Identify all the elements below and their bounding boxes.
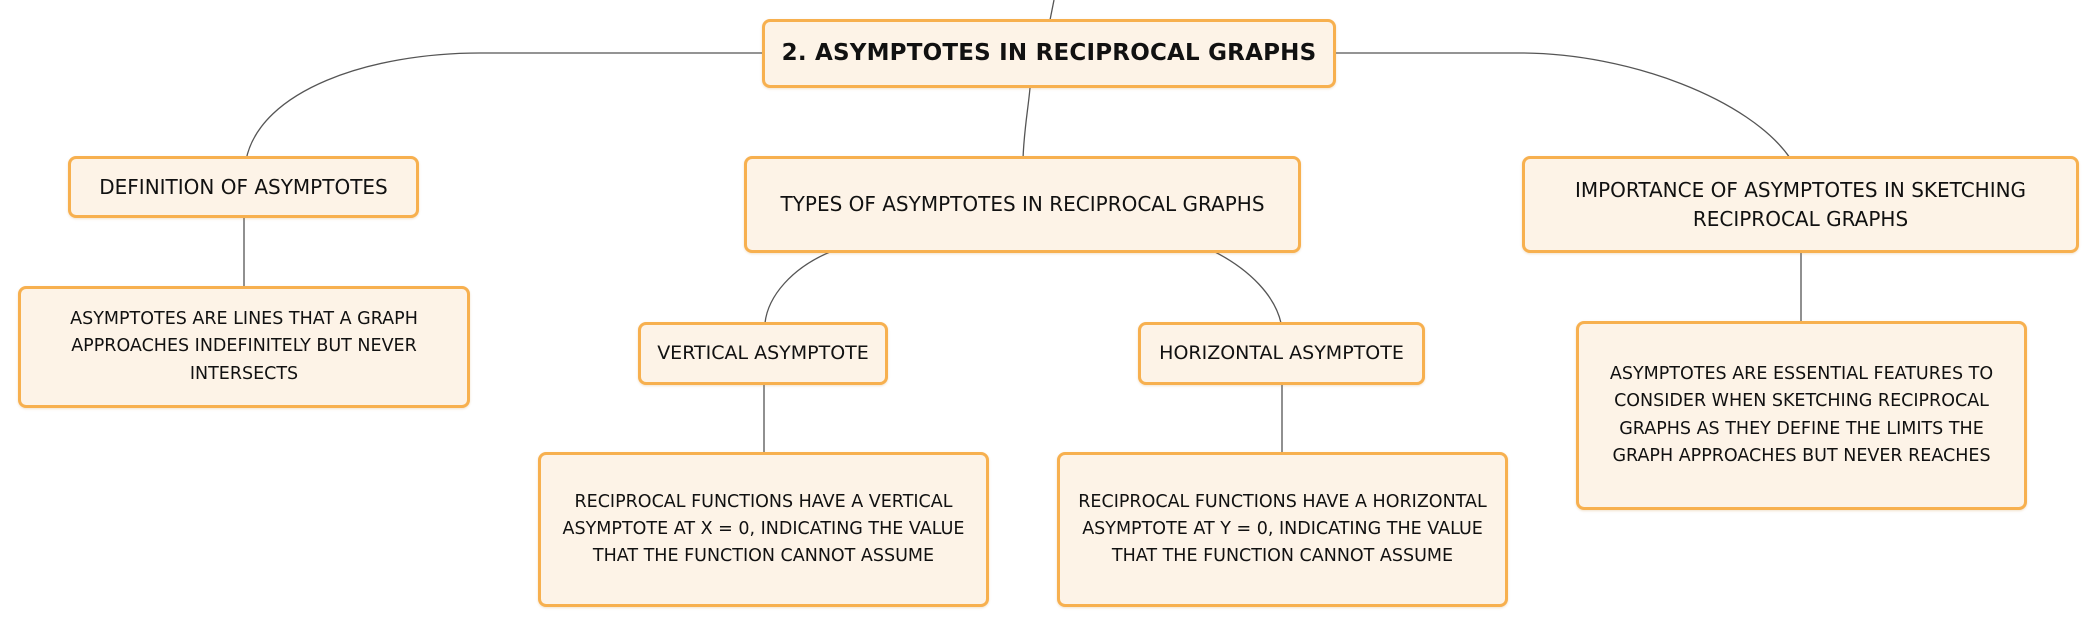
importance-label: IMPORTANCE OF ASYMPTOTES IN SKETCHING RE…: [1574, 177, 2027, 231]
horizontal-asymptote-detail-text: RECIPROCAL FUNCTIONS HAVE A HORIZONTAL A…: [1078, 491, 1487, 567]
horizontal-asymptote-detail-node[interactable]: RECIPROCAL FUNCTIONS HAVE A HORIZONTAL A…: [1057, 452, 1508, 607]
vertical-asymptote-detail-node[interactable]: RECIPROCAL FUNCTIONS HAVE A VERTICAL ASY…: [538, 452, 989, 607]
definition-label: DEFINITION OF ASYMPTOTES: [99, 174, 388, 199]
connector-root-importance: [1335, 52, 1791, 159]
importance-node[interactable]: IMPORTANCE OF ASYMPTOTES IN SKETCHING RE…: [1522, 156, 2079, 253]
definition-node[interactable]: DEFINITION OF ASYMPTOTES: [68, 156, 419, 218]
importance-detail-node[interactable]: ASYMPTOTES ARE ESSENTIAL FEATURES TO CON…: [1576, 321, 2027, 510]
connector-from-parent: [1049, 0, 1055, 21]
types-label: TYPES OF ASYMPTOTES IN RECIPROCAL GRAPHS: [780, 192, 1265, 216]
vertical-asymptote-label: VERTICAL ASYMPTOTE: [657, 341, 869, 364]
connector-types-horizontal: [1214, 251, 1282, 324]
types-node[interactable]: TYPES OF ASYMPTOTES IN RECIPROCAL GRAPHS: [744, 156, 1301, 253]
definition-detail-text: ASYMPTOTES ARE LINES THAT A GRAPH APPROA…: [70, 309, 418, 384]
root-topic-node[interactable]: 2. ASYMPTOTES IN RECIPROCAL GRAPHS: [762, 19, 1336, 88]
horizontal-asymptote-label: HORIZONTAL ASYMPTOTE: [1159, 341, 1404, 364]
connector-root-types: [1022, 87, 1031, 160]
horizontal-asymptote-node[interactable]: HORIZONTAL ASYMPTOTE: [1138, 322, 1425, 385]
root-topic-label: 2. ASYMPTOTES IN RECIPROCAL GRAPHS: [781, 39, 1317, 66]
connector-types-vertical: [764, 251, 831, 324]
vertical-asymptote-node[interactable]: VERTICAL ASYMPTOTE: [638, 322, 888, 385]
importance-detail-text: ASYMPTOTES ARE ESSENTIAL FEATURES TO CON…: [1609, 364, 1994, 466]
vertical-asymptote-detail-text: RECIPROCAL FUNCTIONS HAVE A VERTICAL ASY…: [562, 491, 965, 567]
definition-detail-node[interactable]: ASYMPTOTES ARE LINES THAT A GRAPH APPROA…: [18, 286, 470, 408]
connector-root-definition: [245, 52, 764, 161]
